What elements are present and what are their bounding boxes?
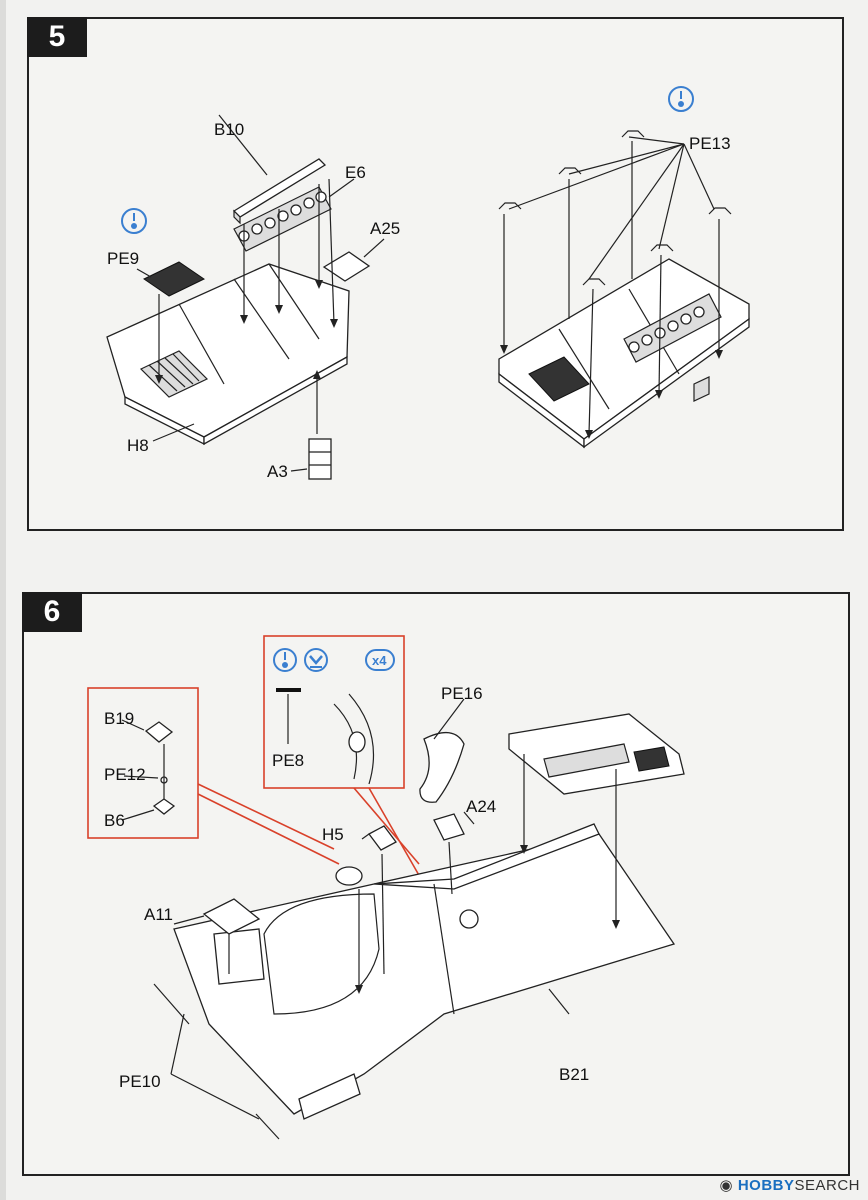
assembly-arrows-right bbox=[500, 136, 723, 439]
label-a24: A24 bbox=[466, 797, 496, 816]
part-a25 bbox=[322, 251, 371, 282]
assembly-arrows-left bbox=[136, 114, 385, 472]
glue-drop-icon bbox=[121, 208, 147, 234]
step-number-badge: 5 bbox=[27, 17, 87, 57]
watermark: ◉ HOBBYSEARCH bbox=[719, 1177, 860, 1194]
step-6-panel: 6 x4 bbox=[22, 592, 850, 1176]
part-b10 bbox=[232, 158, 327, 225]
callout-box-left bbox=[87, 687, 199, 839]
part-e6 bbox=[233, 186, 332, 252]
label-a3: A3 bbox=[267, 462, 288, 481]
label-e6: E6 bbox=[345, 163, 366, 182]
bend-down-icon bbox=[304, 648, 328, 672]
engine-deck-upper bbox=[508, 713, 685, 795]
label-h8: H8 bbox=[127, 436, 149, 455]
engine-deck-right bbox=[498, 258, 750, 449]
periscope-guard bbox=[333, 693, 375, 785]
part-h5 bbox=[368, 825, 397, 851]
part-pe13 bbox=[498, 130, 732, 286]
label-b21: B21 bbox=[559, 1065, 589, 1084]
step-5-panel: 5 bbox=[27, 17, 844, 531]
label-b6: B6 bbox=[104, 811, 125, 830]
label-pe13: PE13 bbox=[689, 134, 731, 153]
label-pe16: PE16 bbox=[441, 684, 483, 703]
label-pe9: PE9 bbox=[107, 249, 139, 268]
part-pe9 bbox=[143, 261, 205, 297]
part-b19 bbox=[144, 721, 174, 743]
label-a25: A25 bbox=[370, 219, 400, 238]
label-h5: H5 bbox=[322, 825, 344, 844]
part-b21 bbox=[173, 823, 676, 1120]
glue-drop-icon bbox=[668, 86, 694, 112]
part-a11 bbox=[202, 898, 261, 935]
label-pe8: PE8 bbox=[272, 751, 304, 770]
engine-deck-left bbox=[106, 263, 350, 446]
multiplier-badge: x4 bbox=[365, 649, 395, 671]
label-b19: B19 bbox=[104, 709, 134, 728]
label-pe12: PE12 bbox=[104, 765, 146, 784]
page-binding-edge bbox=[0, 0, 6, 1200]
glue-drop-icon bbox=[273, 648, 297, 672]
label-b10: B10 bbox=[214, 120, 244, 139]
part-pe10 bbox=[153, 983, 280, 1140]
part-a24 bbox=[433, 813, 465, 841]
svg-text:x4: x4 bbox=[372, 653, 387, 668]
step-5-diagram: B10 E6 A25 PE9 H8 A3 PE13 bbox=[106, 86, 750, 481]
part-pe16 bbox=[419, 732, 465, 803]
part-b6 bbox=[152, 744, 176, 815]
part-a3 bbox=[308, 438, 332, 480]
step-number-badge: 6 bbox=[22, 592, 82, 632]
label-a11: A11 bbox=[144, 905, 173, 924]
assembly-arrows bbox=[173, 754, 620, 1015]
part-pe8 bbox=[276, 688, 301, 692]
hobby-search-icon: ◉ bbox=[719, 1177, 738, 1194]
part-cupola bbox=[335, 866, 363, 886]
callout-box-top bbox=[263, 635, 405, 789]
step-6-diagram: x4 bbox=[87, 635, 685, 1140]
label-pe10: PE10 bbox=[119, 1072, 161, 1091]
